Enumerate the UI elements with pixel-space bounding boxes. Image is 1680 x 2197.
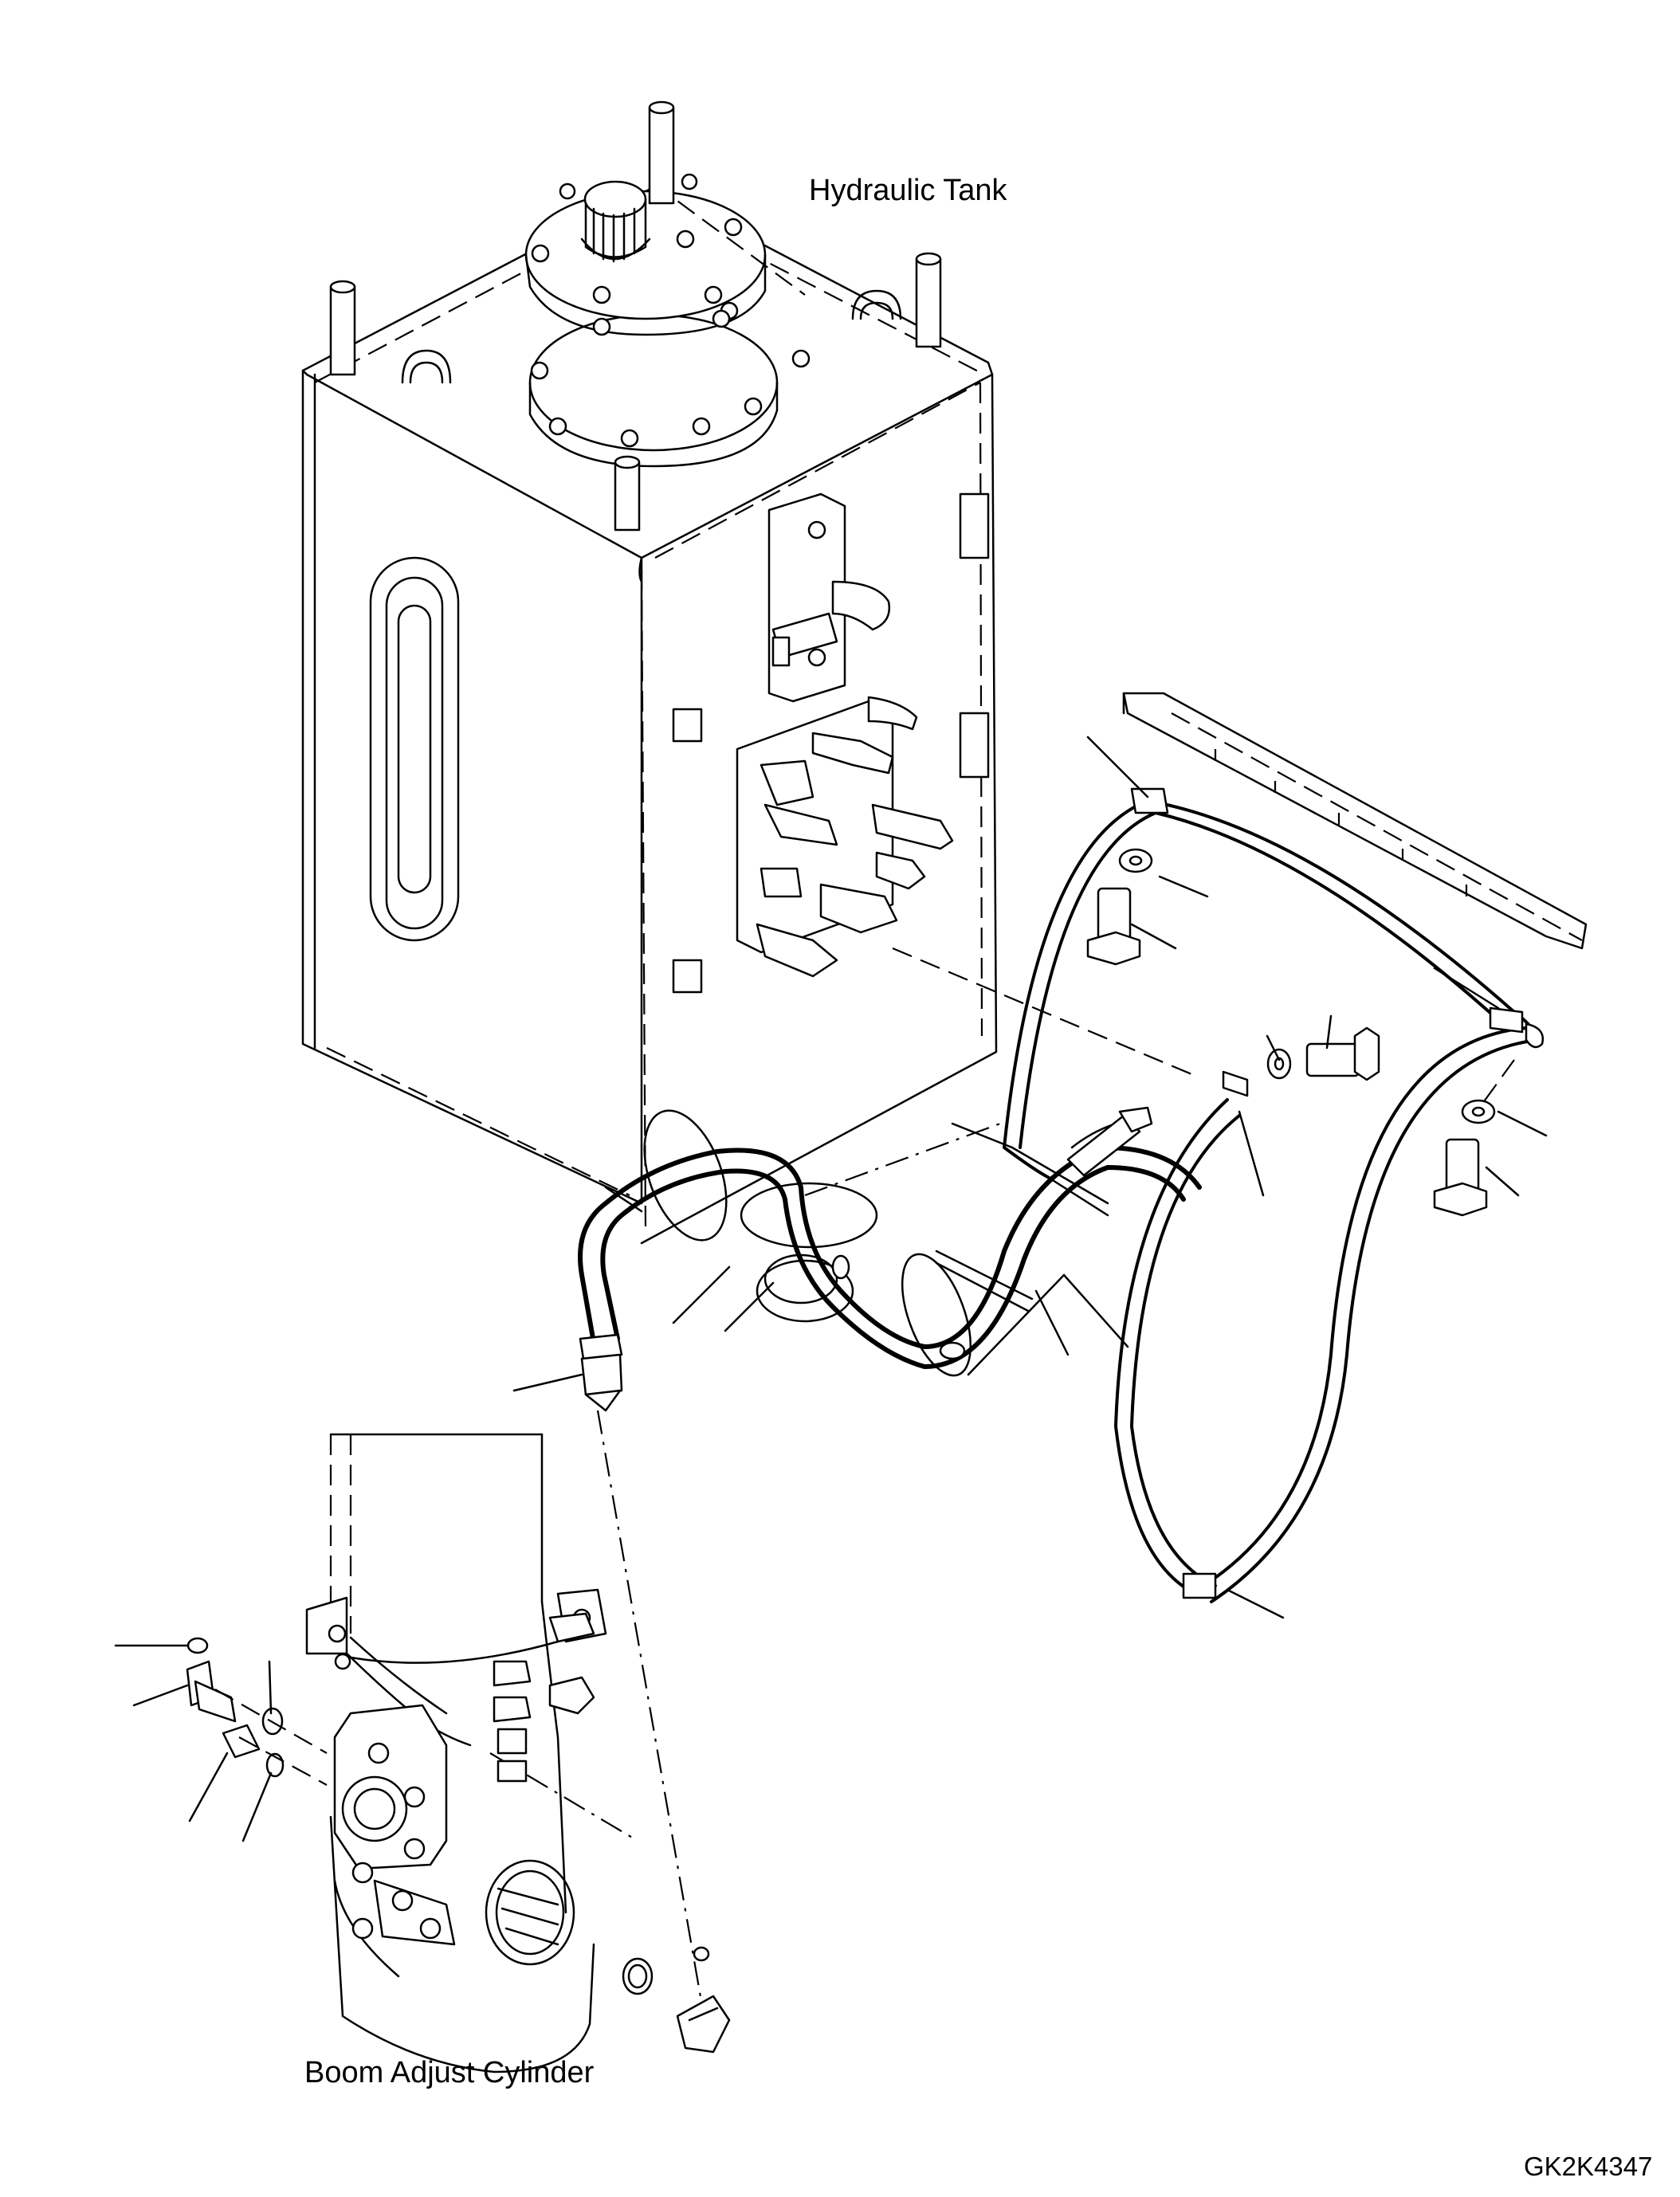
hose-bracket-assembly [489,692,1588,2025]
bolt-set [1086,848,1515,1217]
lower-port-block [736,696,1196,1077]
sight-gauge [369,556,460,942]
mounting-blocks [672,492,990,994]
hydraulic-hose [578,1106,1202,1412]
callout-leaders [114,736,1548,1842]
upper-port-block [767,492,891,703]
drawing-code: GK2K4347 [1524,2152,1653,2181]
hydraulic-tank [301,100,1196,1245]
boom-adjust-cylinder [186,1433,731,2073]
hose-clamps [643,1109,1109,1377]
hydraulic-tank-label: Hydraulic Tank [809,174,1007,207]
filler-cap [559,173,698,263]
lifting-posts [329,100,942,532]
boom-adjust-cylinder-label: Boom Adjust Cylinder [304,2056,595,2089]
tank-top-cover [524,182,811,468]
